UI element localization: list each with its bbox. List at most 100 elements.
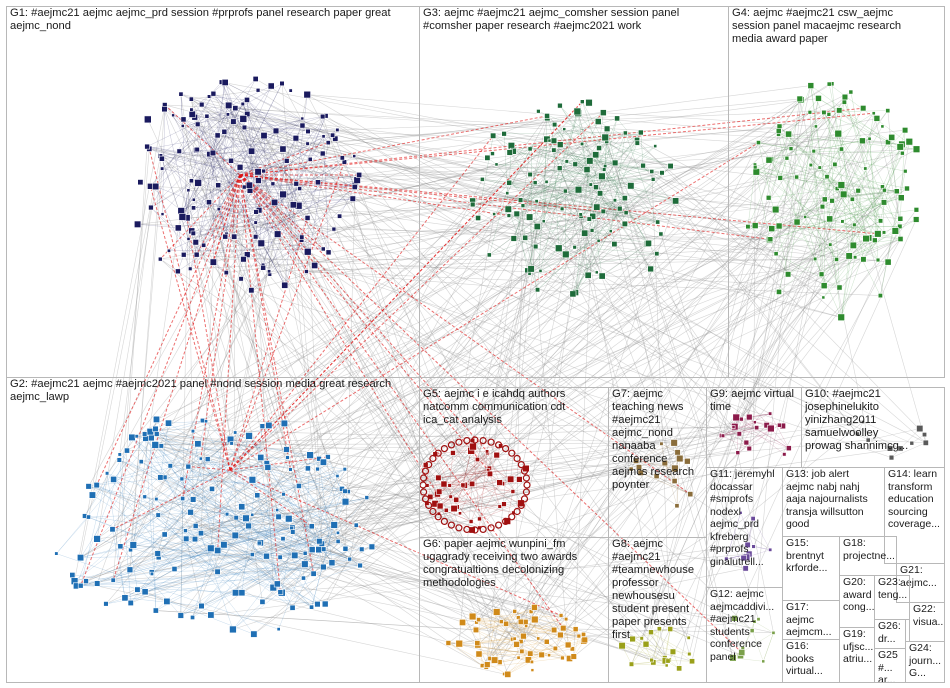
node	[761, 659, 766, 664]
node	[820, 282, 828, 290]
cluster-edge	[509, 182, 563, 210]
edge	[749, 98, 801, 449]
cluster-edge	[177, 108, 236, 272]
node	[155, 512, 161, 518]
cluster-edge	[509, 152, 575, 248]
node	[330, 521, 338, 529]
cluster-edge	[144, 433, 196, 540]
group-label-g20: G20: award cong...	[843, 576, 875, 613]
group-panel-g2: G2: #aejmc21 aejmc #aejmc2021 panel #non…	[6, 377, 420, 683]
node	[596, 145, 602, 151]
node	[912, 145, 921, 153]
edge	[181, 115, 327, 212]
cluster-edge	[194, 117, 286, 286]
node	[576, 633, 582, 639]
edge	[359, 174, 597, 273]
edge	[489, 176, 603, 659]
cluster-edge	[514, 611, 584, 635]
group-panel-g13: G13: job alert aejmc nabj nahj aaja najo…	[782, 467, 885, 537]
edge	[499, 167, 820, 507]
cluster-edge	[260, 457, 277, 583]
edge	[599, 193, 756, 423]
node	[209, 485, 215, 492]
node	[300, 116, 305, 121]
cluster-edge	[281, 531, 294, 593]
node	[260, 264, 267, 271]
node	[297, 186, 303, 191]
cluster-edge	[754, 167, 770, 240]
edge	[721, 186, 883, 436]
node	[265, 421, 273, 429]
edge	[257, 171, 691, 495]
cluster-edge	[241, 506, 293, 528]
node	[588, 182, 593, 187]
node	[272, 127, 280, 135]
edge	[126, 446, 474, 451]
edge	[309, 159, 500, 663]
edge	[301, 239, 500, 507]
cluster-edge	[489, 639, 513, 659]
node	[157, 474, 164, 481]
node	[874, 230, 882, 238]
cluster-edge	[218, 209, 227, 234]
cluster-edge	[734, 426, 789, 449]
node	[142, 494, 148, 499]
node	[552, 645, 558, 652]
edge	[227, 114, 488, 159]
node	[855, 431, 860, 437]
edge	[306, 271, 881, 296]
node	[314, 600, 321, 608]
edge	[192, 544, 225, 618]
node	[581, 631, 587, 637]
cluster-edge	[587, 208, 620, 276]
edge	[191, 99, 253, 480]
cluster-edge	[201, 475, 338, 607]
node	[450, 504, 458, 513]
cluster-edge	[196, 149, 275, 203]
node	[299, 234, 305, 240]
node	[214, 132, 221, 139]
node	[495, 441, 503, 449]
edge	[253, 110, 840, 635]
edge	[88, 486, 473, 617]
cluster-edge	[160, 155, 257, 213]
edge	[262, 148, 531, 266]
node	[357, 562, 363, 569]
node	[572, 245, 577, 250]
edge	[477, 253, 657, 460]
red-edge	[239, 174, 743, 653]
node	[826, 81, 832, 87]
node	[508, 513, 516, 521]
node	[310, 570, 317, 577]
cluster-edge	[591, 200, 616, 231]
edge	[520, 621, 666, 662]
edge	[247, 113, 536, 183]
edge	[482, 189, 885, 666]
cluster-edge	[221, 82, 286, 286]
group-panel-g18: G18: projectne...	[839, 536, 897, 576]
edge	[133, 544, 735, 619]
node	[653, 144, 658, 149]
node	[248, 147, 256, 155]
edge	[341, 439, 869, 490]
node	[826, 215, 834, 223]
node	[232, 589, 240, 597]
group-label-g24: G24: journ... G... G...	[909, 642, 942, 682]
node	[110, 475, 117, 483]
edge	[307, 94, 547, 140]
cluster-edge	[508, 133, 641, 210]
node	[165, 419, 172, 427]
node	[187, 508, 194, 516]
cluster-edge	[80, 526, 312, 586]
node	[186, 188, 191, 193]
cluster-edge	[158, 488, 213, 516]
cluster-edge	[852, 197, 902, 200]
edge	[164, 104, 428, 486]
cluster-edge	[575, 207, 598, 293]
cluster-edge	[787, 189, 885, 275]
node	[560, 655, 565, 661]
cluster-edge	[105, 558, 350, 605]
node	[305, 141, 310, 146]
cluster-edge	[797, 221, 875, 241]
node	[517, 461, 525, 469]
